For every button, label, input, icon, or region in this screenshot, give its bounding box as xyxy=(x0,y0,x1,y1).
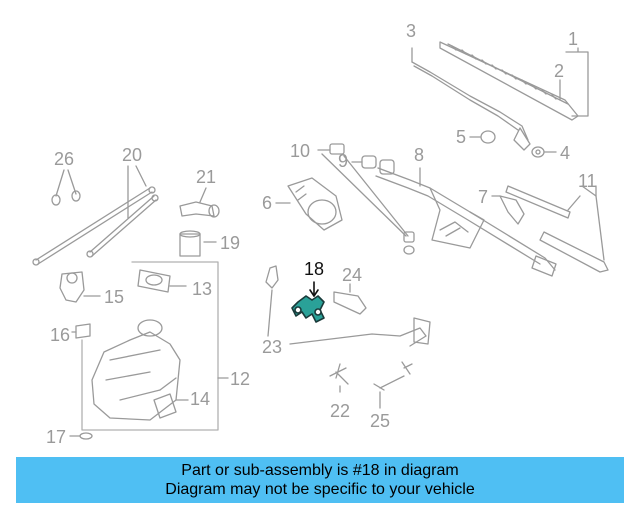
callout-12: 12 xyxy=(230,369,251,389)
callout-13: 13 xyxy=(192,279,213,299)
hose-part xyxy=(179,201,215,217)
cap-part xyxy=(480,130,496,144)
callout-15: 15 xyxy=(104,287,125,307)
sensor-part xyxy=(333,291,367,315)
callout-22: 22 xyxy=(330,401,351,421)
strut-part xyxy=(32,186,159,266)
nut-part xyxy=(531,146,545,158)
callout-19: 19 xyxy=(220,233,241,253)
washer-reservoir-part xyxy=(91,319,181,421)
diagram-notice-banner: Part or sub-assembly is #18 in diagram D… xyxy=(16,457,624,503)
callout-25: 25 xyxy=(370,411,391,431)
callout-11: 11 xyxy=(578,171,597,191)
notice-line-disclaimer: Diagram may not be specific to your vehi… xyxy=(165,481,475,498)
seal-part xyxy=(179,233,201,257)
diagram-drawing xyxy=(32,41,609,440)
notice-line-part-number: Part or sub-assembly is #18 in diagram xyxy=(181,462,459,479)
callout-3: 3 xyxy=(406,21,417,41)
wiper-linkage-part xyxy=(375,159,557,277)
callout-23: 23 xyxy=(262,337,283,357)
callout-24: 24 xyxy=(342,265,363,285)
callout-6: 6 xyxy=(262,193,273,213)
callout-2: 2 xyxy=(554,61,565,81)
callout-5: 5 xyxy=(456,127,467,147)
callout-8: 8 xyxy=(414,145,425,165)
callout-26: 26 xyxy=(54,149,75,169)
callout-16: 16 xyxy=(50,325,71,345)
callout-17: 17 xyxy=(46,427,67,447)
wiper-arm-part xyxy=(411,61,531,151)
parts-diagram: 1 2 3 4 5 6 7 8 9 10 11 12 13 14 15 16 1… xyxy=(32,21,609,447)
rod-part xyxy=(505,185,571,219)
harness-bracket-part-18 xyxy=(291,295,325,323)
callout-20: 20 xyxy=(122,145,143,165)
callout-9: 9 xyxy=(338,151,349,171)
callout-7: 7 xyxy=(478,187,489,207)
callout-18: 18 xyxy=(304,259,325,279)
wiper-blade-part xyxy=(439,41,579,121)
callout-1: 1 xyxy=(568,29,579,49)
callout-14: 14 xyxy=(190,389,211,409)
callout-10: 10 xyxy=(290,141,311,161)
callout-4: 4 xyxy=(560,143,571,163)
wiper-motor-part xyxy=(275,177,343,231)
callout-21: 21 xyxy=(196,167,217,187)
bracket-part xyxy=(499,195,525,225)
